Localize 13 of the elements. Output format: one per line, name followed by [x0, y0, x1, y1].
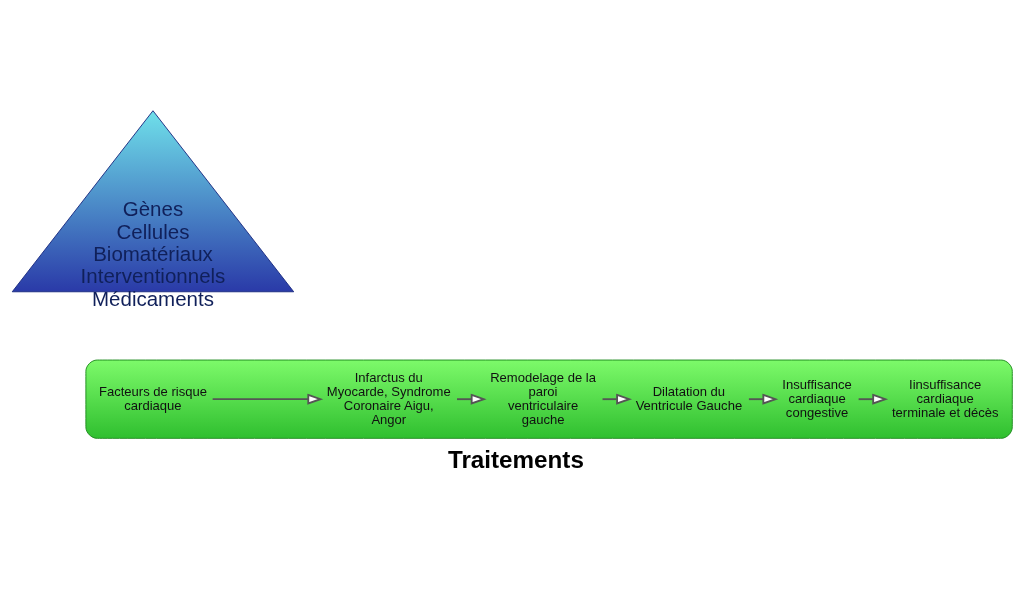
node-text: Iinsuffisance cardiaque terminale et décès — [891, 376, 999, 420]
cluster — [85, 359, 1013, 439]
node-text: Facteurs de risque cardiaque — [99, 383, 207, 413]
arrow — [747, 393, 779, 405]
node-text: Dilatation du Ventricule Gauche — [635, 383, 743, 413]
arrow — [601, 393, 632, 405]
node-text: Remodelage de la paroi ventriculaire gauche — [490, 369, 596, 427]
arrow — [857, 393, 889, 405]
arrow — [456, 393, 487, 405]
node-text: Infarctus du Myocarde, Syndrome Coronaire Aigu, Angor — [326, 369, 451, 427]
caption: Traitements — [447, 445, 584, 473]
node-text: Insuffisance cardiaque congestive — [782, 376, 852, 420]
arrow — [211, 393, 324, 405]
